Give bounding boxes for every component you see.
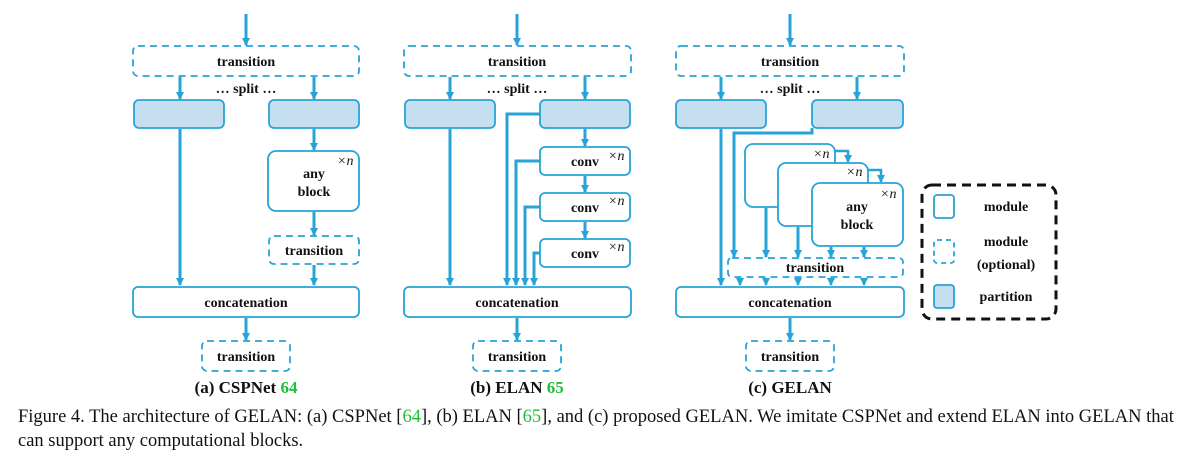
concatenation-label: concatenation: [748, 296, 831, 311]
conv-label: conv: [571, 155, 599, 170]
legend-optional-swatch: [933, 239, 955, 264]
legend-optional-label-1: module: [984, 235, 1028, 250]
transition-box-top: [132, 45, 360, 77]
citation: 65: [547, 378, 564, 397]
legend: module module (optional) partition: [920, 183, 1058, 321]
legend-partition-label: partition: [980, 290, 1033, 305]
panel-cspnet: transition … split … ×n any block transi…: [132, 14, 360, 397]
split-label: … split …: [487, 82, 548, 97]
concatenation-label: concatenation: [475, 296, 558, 311]
transition-label: transition: [761, 55, 820, 70]
partition-box-left: [675, 99, 767, 129]
figure-caption: Figure 4. The architecture of GELAN: (a)…: [18, 407, 1174, 451]
partition-box-right: [268, 99, 360, 129]
block-label: block: [841, 218, 874, 233]
transition-label: transition: [761, 350, 820, 365]
concatenation-box: [403, 286, 632, 318]
xn-label: ×n: [608, 149, 624, 164]
legend-module-swatch: [933, 194, 955, 219]
legend-partition-swatch: [933, 284, 955, 309]
legend-optional-label-2: (optional): [977, 258, 1036, 273]
conv-label: conv: [571, 247, 599, 262]
xn-label: ×n: [880, 187, 896, 202]
panel-gelan: transition … split … ×n ×n ×n any block …: [675, 14, 905, 397]
transition-box-bottom: [472, 340, 562, 372]
any-block-box: [267, 150, 360, 212]
xn-label: ×n: [608, 194, 624, 209]
transition-label: transition: [488, 55, 547, 70]
citation-link[interactable]: 65: [522, 407, 542, 427]
concatenation-box: [132, 286, 360, 318]
transition-box-mid: [727, 257, 904, 278]
citation: 64: [280, 378, 298, 397]
panel-title: (a) CSPNet 64: [195, 378, 298, 397]
split-label: … split …: [216, 82, 277, 97]
transition-label: transition: [285, 244, 344, 259]
xn-label: ×n: [846, 165, 862, 180]
transition-label: transition: [217, 350, 276, 365]
transition-box-bottom: [745, 340, 835, 372]
partition-box-right: [811, 99, 904, 129]
transition-label: transition: [786, 261, 845, 276]
legend-module-label: module: [984, 200, 1028, 215]
panel-title: (c) GELAN: [748, 378, 832, 397]
partition-box-right: [539, 99, 631, 129]
transition-box-top: [675, 45, 905, 77]
panel-elan: transition … split … conv ×n conv ×n con…: [403, 14, 632, 397]
transition-box-top: [403, 45, 632, 77]
gelan-architecture-figure: transition … split … ×n any block transi…: [132, 14, 1058, 397]
citation-link[interactable]: 64: [402, 407, 421, 427]
concatenation-label: concatenation: [204, 296, 287, 311]
legend-frame: [920, 183, 1058, 321]
transition-label: transition: [488, 350, 547, 365]
conv-label: conv: [571, 201, 599, 216]
concatenation-box: [675, 286, 905, 318]
split-label: … split …: [760, 82, 821, 97]
transition-box-mid: [268, 235, 360, 265]
panel-title: (b) ELAN 65: [470, 378, 564, 397]
partition-box-left: [404, 99, 496, 129]
any-label: any: [846, 200, 868, 215]
block-label: block: [298, 185, 331, 200]
xn-label: ×n: [813, 147, 829, 162]
transition-label: transition: [217, 55, 276, 70]
xn-label: ×n: [337, 154, 353, 169]
any-block-box: [811, 182, 904, 247]
any-label: any: [303, 167, 325, 182]
xn-label: ×n: [608, 240, 624, 255]
transition-box-bottom: [201, 340, 291, 372]
partition-box-left: [133, 99, 225, 129]
